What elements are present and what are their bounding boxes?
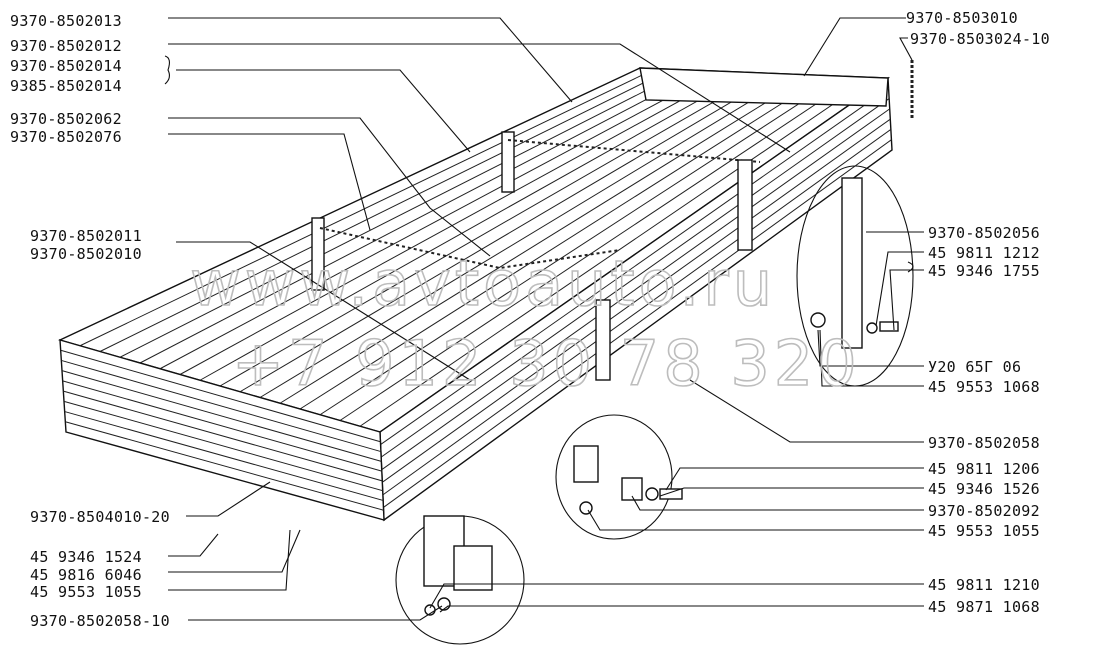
end-slat-line	[63, 390, 383, 482]
floor-board-line	[99, 68, 672, 352]
end-slat-line	[62, 380, 382, 472]
label-45-9346-1524: 45 9346 1524	[30, 548, 142, 566]
side-slat-line	[380, 98, 890, 458]
side-wall-slats	[380, 87, 892, 508]
label-45-9553-1055-left: 45 9553 1055	[30, 583, 142, 601]
floor-board-line	[199, 71, 749, 381]
floor-board-line	[319, 75, 842, 416]
label-45-9346-1755: 45 9346 1755	[928, 262, 1040, 280]
label-9370-8502058-10: 9370-8502058-10	[30, 612, 170, 630]
label-9370-8504010-20: 9370-8504010-20	[30, 508, 170, 526]
rear-wall	[639, 67, 889, 107]
end-slat-line	[60, 349, 381, 443]
label-45-9553-1055-right: 45 9553 1055	[928, 522, 1040, 540]
side-slat-line	[380, 87, 889, 445]
floor-board-line	[219, 72, 765, 387]
label-9370-8502076: 9370-8502076	[10, 128, 122, 146]
floor-board-line	[259, 73, 796, 398]
side-stake-1	[595, 299, 611, 381]
tie-chain	[319, 139, 761, 270]
label-45-9816-6046: 45 9816 6046	[30, 566, 142, 584]
label-9370-8502014: 9370-8502014	[10, 57, 122, 75]
label-9370-8503010: 9370-8503010	[906, 9, 1018, 27]
end-slat-line	[65, 421, 384, 511]
watermark-phone: +7 912 30 78 320	[232, 327, 861, 400]
label-9370-8502013: 9370-8502013	[10, 12, 122, 30]
label-45-9811-1210: 45 9811 1210	[928, 576, 1040, 594]
end-slat-line	[61, 370, 382, 462]
label-45-9811-1206: 45 9811 1206	[928, 460, 1040, 478]
stake-post-1	[311, 217, 325, 291]
label-9370-8503024-10: 9370-8503024-10	[910, 30, 1050, 48]
side-slat-line	[381, 118, 891, 483]
label-45-9871-1068: 45 9871 1068	[928, 598, 1040, 616]
floor-board-line	[239, 73, 780, 393]
floor-board-line	[359, 76, 873, 427]
label-45-9553-1068: 45 9553 1068	[928, 378, 1040, 396]
floor-board-line	[299, 75, 827, 410]
cargo-platform-drawing	[58, 60, 914, 522]
stake-post-2	[501, 131, 515, 193]
side-latch-parts	[573, 445, 683, 515]
hinge-parts	[423, 515, 493, 616]
side-slat-line	[381, 108, 891, 471]
floor-board-line	[179, 71, 734, 375]
end-wall-slats	[60, 349, 384, 511]
floor-board-line	[159, 70, 718, 370]
leader-lines	[164, 17, 924, 621]
label-9370-8502011: 9370-8502011	[30, 227, 142, 245]
floor-board-line	[119, 69, 687, 358]
floor-board-line	[139, 70, 703, 364]
label-45-9346-1526: 45 9346 1526	[928, 480, 1040, 498]
end-slat-line	[61, 359, 382, 453]
label-9370-8502012: 9370-8502012	[10, 37, 122, 55]
label-u20-65g-06: У20 65Г 06	[928, 358, 1021, 376]
label-9370-8502010: 9370-8502010	[30, 245, 142, 263]
label-9370-8502056: 9370-8502056	[928, 224, 1040, 242]
side-stake-2	[737, 159, 753, 251]
side-slat-line	[382, 129, 892, 496]
label-9370-8502062: 9370-8502062	[10, 110, 122, 128]
side-slat-line	[383, 139, 892, 508]
label-9385-8502014: 9385-8502014	[10, 77, 122, 95]
detail-circle-side-latch	[555, 414, 673, 540]
floor-board-line	[79, 68, 656, 347]
rear-latch-parts	[810, 177, 899, 349]
left-labels: 9370-8502013 9370-8502012 9370-8502014 9…	[10, 12, 170, 630]
label-9370-8502092: 9370-8502092	[928, 502, 1040, 520]
floor-board-line	[279, 74, 811, 404]
floor-board-line	[339, 76, 858, 421]
label-9370-8502058: 9370-8502058	[928, 434, 1040, 452]
end-slat-line	[63, 400, 383, 492]
label-45-9811-1212: 45 9811 1212	[928, 244, 1040, 262]
end-slat-line	[64, 411, 384, 501]
right-labels: 9370-8503010 9370-8503024-10 9370-850205…	[906, 9, 1050, 616]
watermark-url: www.avtoauto.ru	[190, 247, 776, 320]
floor-boards	[79, 68, 873, 427]
